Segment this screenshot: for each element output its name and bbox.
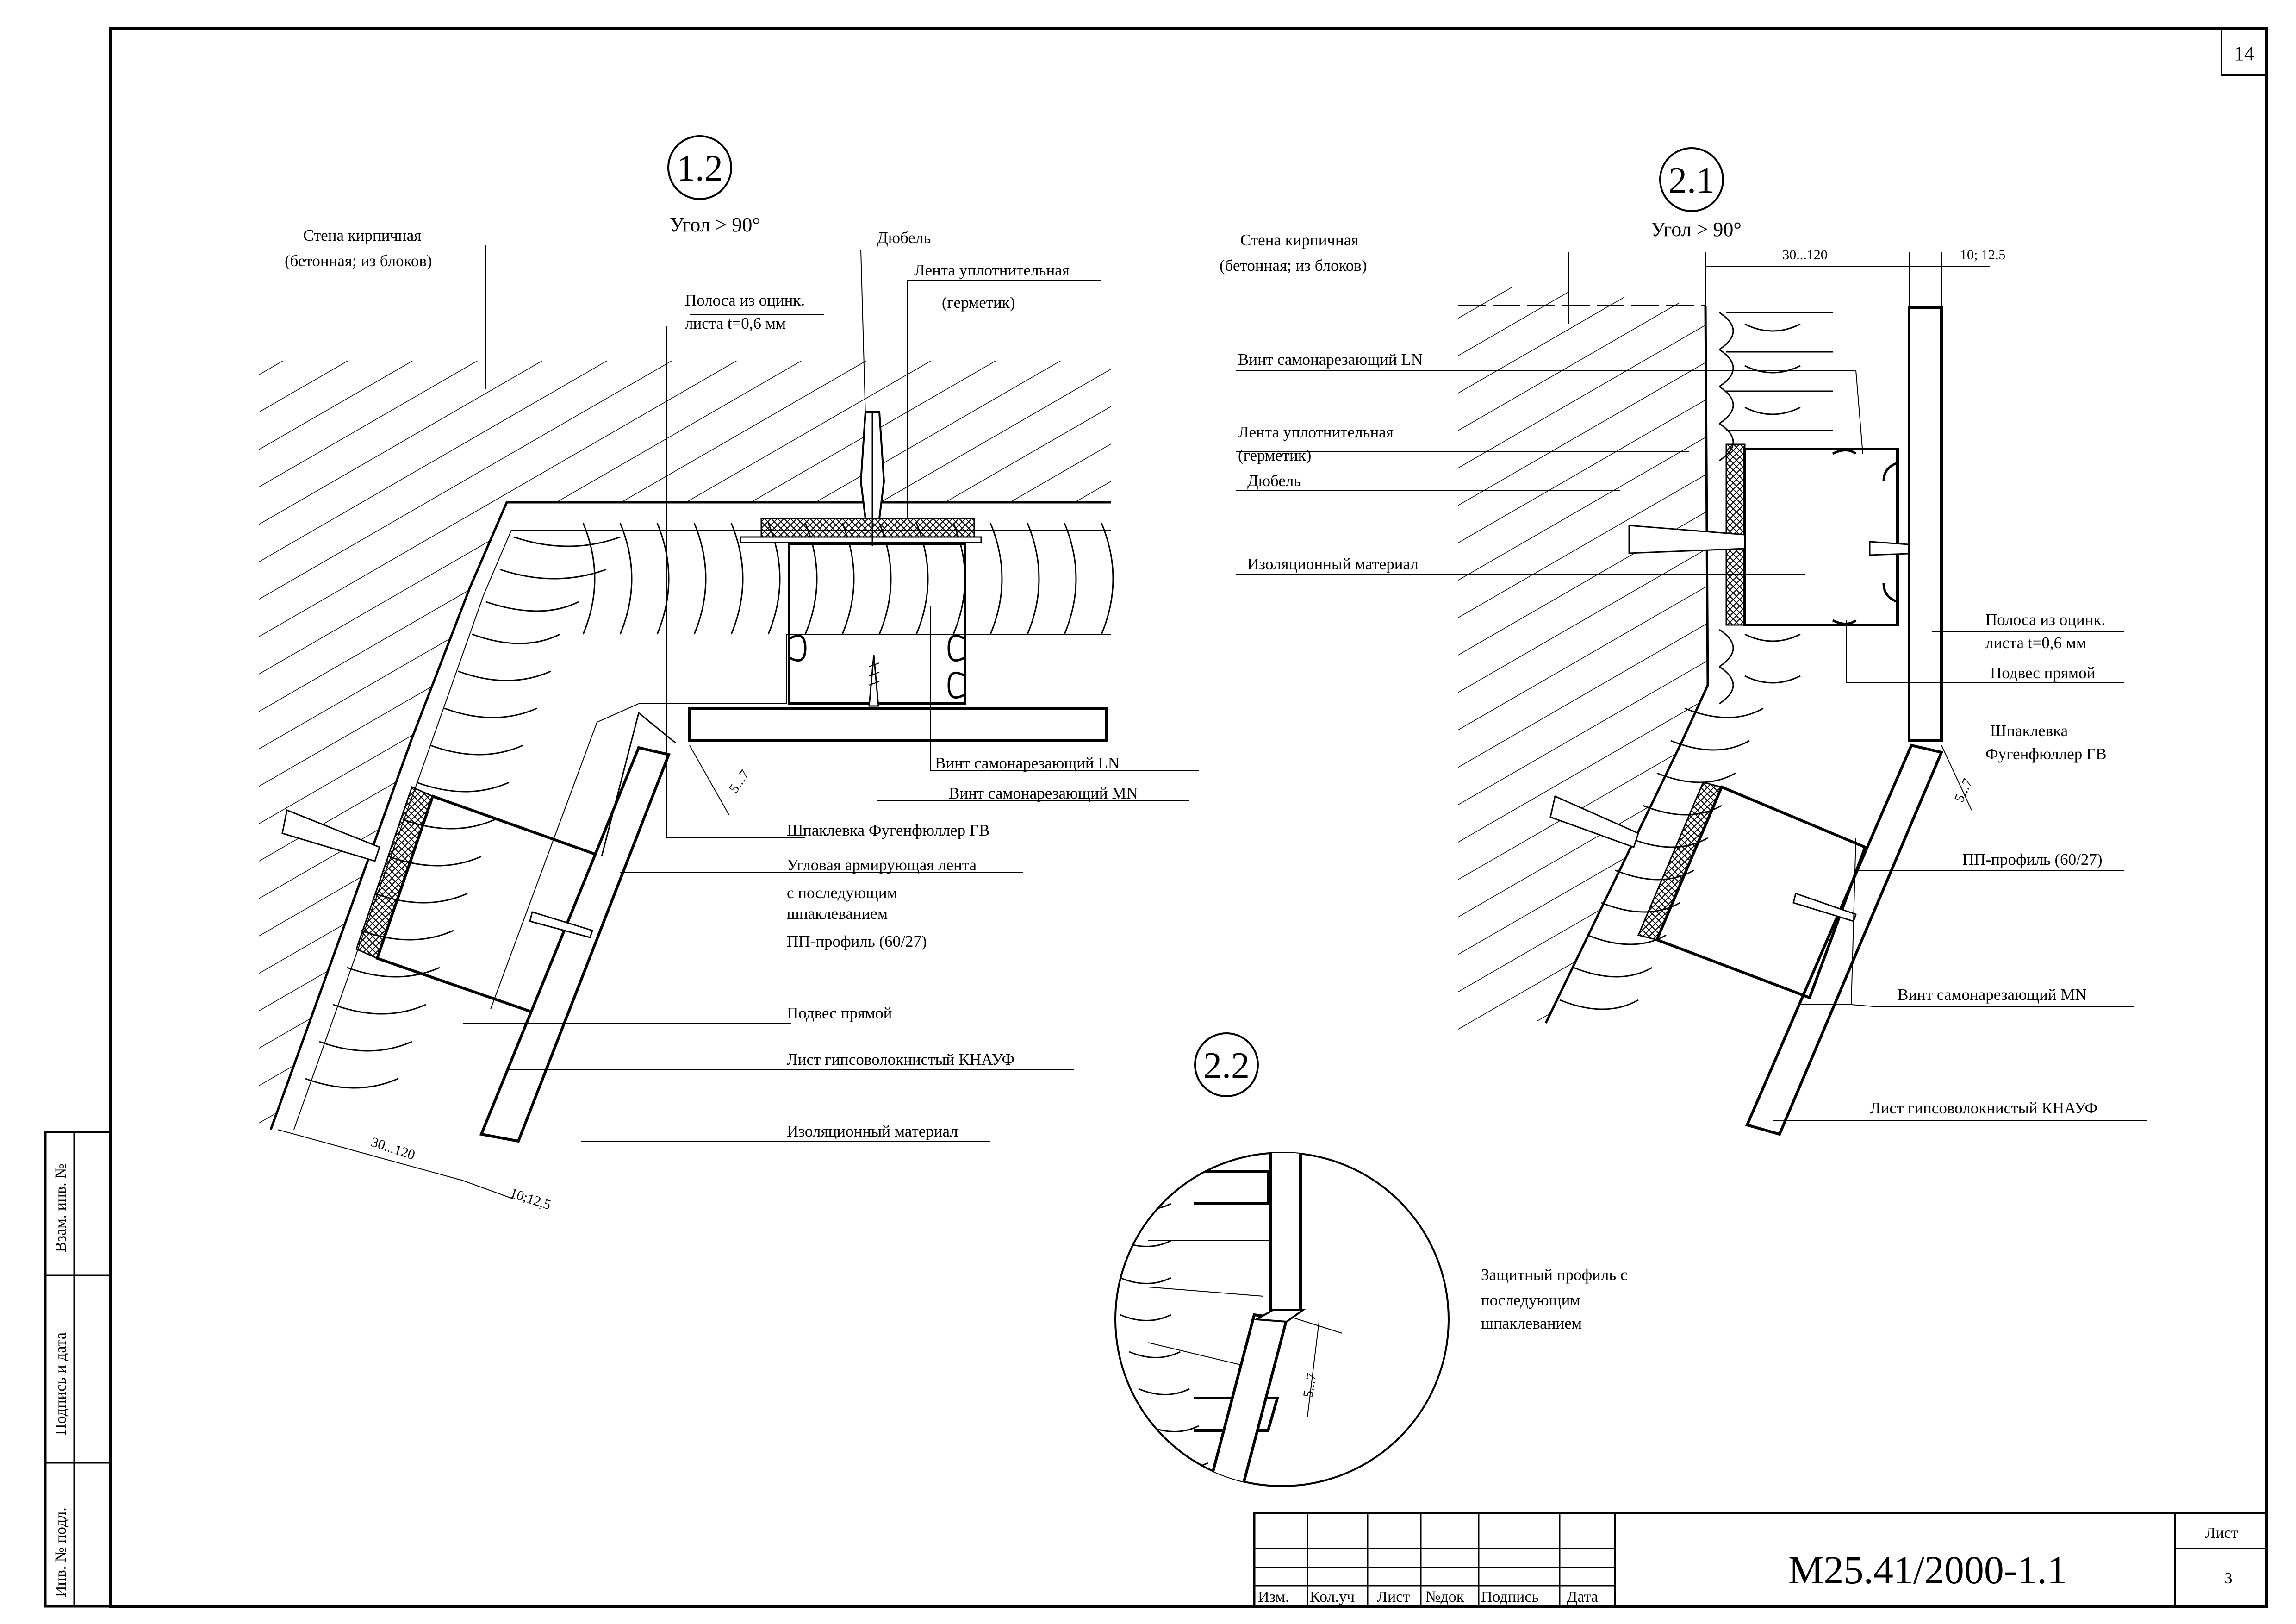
board-2-2-top [1269, 1153, 1302, 1312]
label-2-1-seal-2: (герметик) [1238, 446, 1311, 464]
screw-mn-diag-1-2 [529, 911, 593, 938]
outer-frame [109, 27, 2268, 1608]
seal-strip-1-2 [760, 518, 975, 538]
insulation-face-1-2 [490, 634, 1111, 1010]
side-stamp-inventory: Инв. № подл. [52, 1507, 69, 1597]
dowel-2-1 [1628, 525, 1746, 554]
label-1-2-screw-ln: Винт самонарезающий LN [935, 754, 1120, 772]
label-1-2-tape-3: шпаклеванием [787, 905, 888, 923]
strip-1-2 [740, 536, 982, 543]
label-2-1-board: Лист гипсоволокнистый КНАУФ [1870, 1099, 2097, 1117]
label-1-2-profile: ПП-профиль (60/27) [787, 932, 927, 950]
stamp-col-change: Изм. [1258, 1588, 1289, 1605]
detail-1-2: 1.2 Угол > 90° [259, 135, 1199, 1213]
label-2-2-line3: шпаклеванием [1481, 1314, 1582, 1332]
sheet-number-box [2221, 28, 2268, 76]
strip-diag-1-2 [601, 712, 676, 857]
label-1-2-putty: Шпаклевка Фугенфюллер ГВ [787, 821, 989, 839]
label-2-2-line1: Защитный профиль с [1481, 1266, 1628, 1284]
sheet-value: 3 [2225, 1570, 2233, 1587]
label-2-1-seal-1: Лента уплотнительная [1238, 423, 1394, 441]
label-1-2-tape-2: с последующим [787, 884, 897, 902]
label-2-1-wall-2: (бетонная; из блоков) [1220, 256, 1367, 275]
title-block: Изм. Кол.уч Лист №док Подпись Дата М25.4… [1253, 1512, 2268, 1608]
detail-1-2-marker [667, 135, 732, 200]
seal-diag-1-2 [355, 786, 434, 960]
sheet-label: Лист [2205, 1524, 2238, 1542]
dowel-diag-2-1 [1549, 795, 1639, 848]
profile-top-1-2 [788, 543, 966, 705]
dim-1-2-gap: 5...7 [726, 767, 753, 796]
seal-diag-2-1 [1637, 781, 1723, 941]
dim-1-2-board: 10;12,5 [508, 1185, 553, 1212]
label-1-2-strip-2: листа t=0,6 мм [685, 314, 786, 332]
stamp-col-sheet: Лист [1377, 1588, 1410, 1605]
insulation-2-1 [1559, 312, 1833, 1010]
label-1-2-strip-1: Полоса из оцинк. [685, 291, 805, 309]
label-1-2-tape-1: Угловая армирующая лента [787, 856, 977, 874]
label-2-1-profile: ПП-профиль (60/27) [1962, 850, 2103, 868]
label-2-1-strip-1: Полоса из оцинк. [1985, 611, 2105, 629]
stamp-col-docno: №док [1425, 1588, 1464, 1605]
label-2-1-dowel: Дюбель [1247, 472, 1301, 490]
label-2-1-putty-1: Шпаклевка [1990, 722, 2068, 740]
detail-2-2-number: 2.2 [1203, 1045, 1250, 1086]
label-2-1-insulation: Изоляционный материал [1247, 555, 1419, 573]
detail-2-1: 2.1 Угол > 90° 30...120 [1220, 147, 2147, 1136]
detail-2-2: 2.2 5...7 Защитный профиль с последующим… [1114, 1032, 1675, 1487]
label-2-2-line2: последующим [1481, 1291, 1580, 1309]
label-1-2-insulation: Изоляционный материал [787, 1122, 958, 1140]
label-1-2-board: Лист гипсоволокнистый КНАУФ [787, 1050, 1014, 1068]
sheet-number: 14 [2234, 42, 2254, 65]
board-diag-2-1 [1745, 743, 1944, 1136]
wall-hatch-2-1 [1458, 287, 1708, 1037]
stamp-col-signature: Подпись [1481, 1588, 1539, 1605]
label-1-2-screw-mn: Винт самонарезающий MN [949, 784, 1138, 802]
board-diag-1-2 [479, 746, 671, 1143]
board-vert-2-1 [1908, 306, 1943, 742]
side-stamp-signature: Подпись и дата [52, 1332, 69, 1435]
label-1-2-dowel: Дюбель [877, 229, 931, 247]
label-2-1-strip-2: листа t=0,6 мм [1985, 634, 2086, 652]
detail-1-2-angle: Угол > 90° [670, 213, 760, 236]
dim-2-1-depth: 30...120 [1782, 247, 1828, 262]
detail-1-2-number: 1.2 [677, 148, 723, 189]
board-top-1-2 [688, 707, 1108, 742]
label-2-1-putty-2: Фугенфюллер ГВ [1985, 745, 2107, 763]
protective-profile-2-2 [1253, 1309, 1306, 1323]
leaders-2-1 [1236, 252, 2147, 1121]
detail-2-1-marker [1659, 147, 1724, 212]
label-1-2-hanger: Подвес прямой [787, 1004, 892, 1022]
dowel-diag-1-2 [281, 809, 380, 862]
label-2-1-screw-ln: Винт самонарезающий LN [1238, 350, 1423, 369]
stamp-col-date: Дата [1567, 1588, 1598, 1605]
side-stamp: Взам. инв. № Подпись и дата Инв. № подл. [44, 1131, 112, 1608]
detail-2-2-marker [1194, 1032, 1259, 1097]
detail-2-1-number: 2.1 [1668, 160, 1715, 201]
screw-ln-1-2 [868, 655, 879, 707]
wall-face-1-2 [269, 501, 1111, 1130]
wall-face-2-1 [1544, 305, 1709, 1024]
label-2-1-screw-mn: Винт самонарезающий MN [1898, 986, 2087, 1004]
dim-1-2-depth: 30...120 [369, 1134, 417, 1163]
label-2-1-wall-1: Стена кирпичная [1240, 231, 1358, 249]
label-1-2-seal-2: (герметик) [942, 294, 1015, 312]
label-2-1-hanger: Подвес прямой [1990, 664, 2095, 682]
document-code: М25.41/2000-1.1 [1788, 1548, 2067, 1592]
label-1-2-seal-1: Лента уплотнительная [914, 261, 1070, 279]
leaders-1-2 [463, 245, 1199, 1142]
dim-2-1-board: 10; 12,5 [1960, 247, 2005, 262]
dim-2-2-gap: 5...7 [1300, 1372, 1319, 1399]
label-1-2-wall-2: (бетонная; из блоков) [285, 252, 432, 270]
insulation-1-2 [305, 523, 1114, 1089]
dim-2-1-gap: 5...7 [1951, 776, 1975, 805]
detail-2-1-angle: Угол > 90° [1651, 218, 1742, 241]
label-1-2-wall-1: Стена кирпичная [303, 226, 421, 244]
side-stamp-replacement: Взам. инв. № [52, 1163, 69, 1252]
profile-clip-1-2 [788, 634, 966, 699]
profile-2-1 [1743, 448, 1899, 626]
stamp-col-count: Кол.уч [1310, 1588, 1355, 1605]
